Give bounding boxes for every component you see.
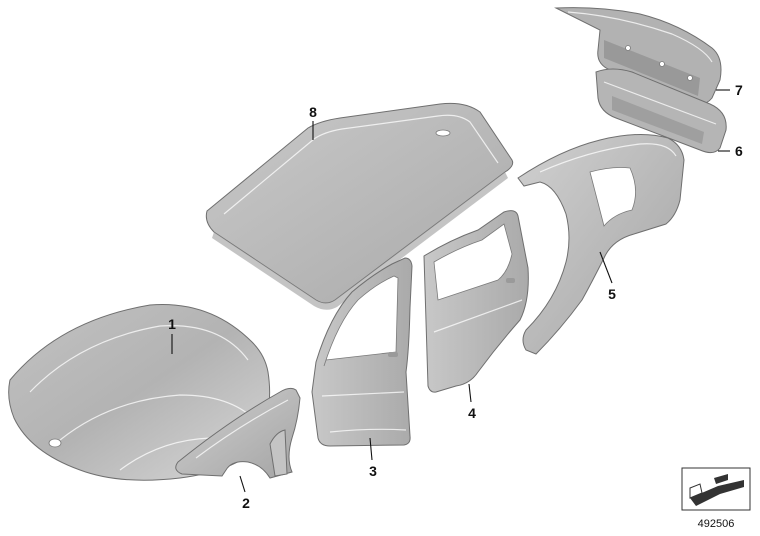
front-door-panel [311,257,413,447]
rear-door-panel [423,210,529,393]
side-frame-panel [517,133,685,355]
roof-panel [205,102,514,310]
panel-section-icon [681,467,751,511]
callout-4: 4 [468,405,476,421]
hood-panel [8,303,271,481]
callout-6: 6 [735,143,743,159]
leader-line-4 [468,383,472,403]
front-side-panel [175,387,301,479]
rear-panel-upper [554,7,722,105]
diagram-number: 492506 [698,518,735,530]
leader-line-2 [239,475,246,493]
callout-5: 5 [608,286,616,302]
callout-8: 8 [309,104,317,120]
rear-panel-lower [595,68,727,154]
callout-7: 7 [735,82,743,98]
callout-3: 3 [369,463,377,479]
leader-line-3 [369,437,373,461]
leader-line-5 [599,251,613,284]
callout-2: 2 [242,495,250,511]
callout-1: 1 [168,316,176,332]
